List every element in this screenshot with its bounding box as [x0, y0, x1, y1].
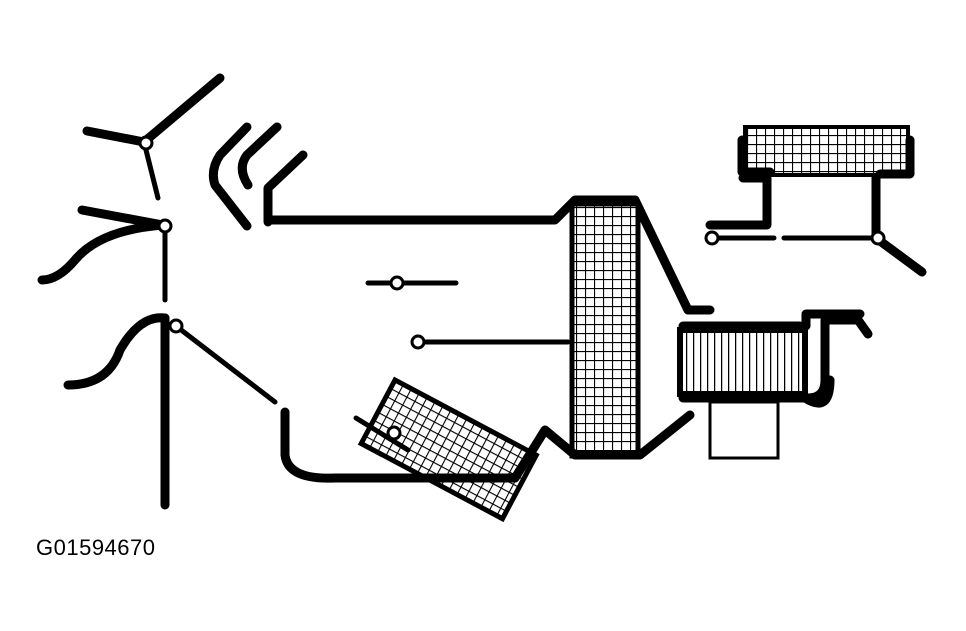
lower-duct-wall [280, 407, 695, 483]
defrost-vent-outlets [208, 122, 308, 231]
evaporator-core [569, 201, 641, 459]
heater-core [357, 376, 540, 523]
blower-wheel [677, 327, 808, 397]
lower-door [353, 415, 411, 453]
upper-duct-wall [263, 195, 715, 315]
blower-motor [708, 400, 780, 460]
recirc-door [704, 155, 927, 277]
left-door-linkage [37, 73, 278, 510]
figure-id-label: G01594670 [36, 535, 156, 560]
blend-door [365, 275, 459, 291]
heater-door [410, 334, 571, 350]
